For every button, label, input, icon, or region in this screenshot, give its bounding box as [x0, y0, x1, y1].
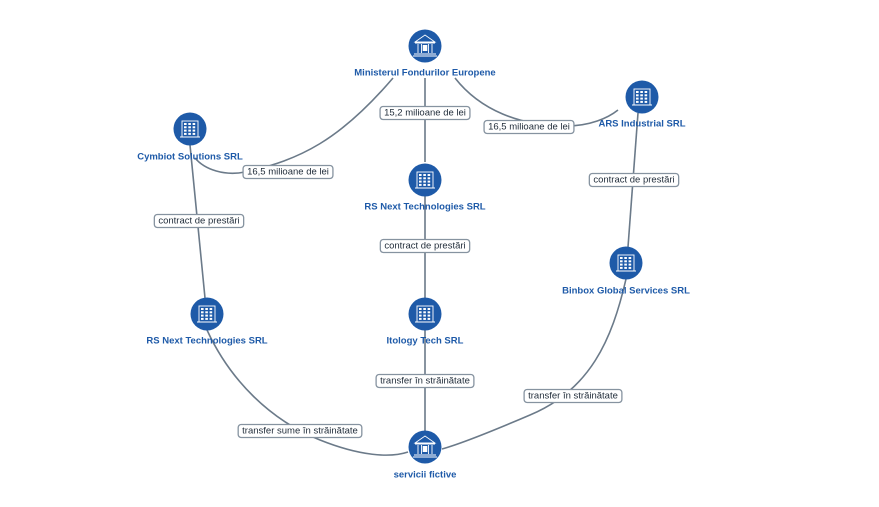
edge-label-text: transfer în străinătate	[380, 376, 470, 387]
node-rsnext_center[interactable]: RS Next Technologies SRL	[364, 163, 486, 213]
node-label: ARS Industrial SRL	[598, 119, 685, 130]
edge-label: 16,5 milioane de lei	[483, 119, 575, 135]
edge-label-box	[523, 388, 623, 404]
node-itology[interactable]: Itology Tech SRL	[387, 297, 464, 347]
building-icon	[415, 305, 435, 323]
node-label: Ministerul Fondurilor Europene	[354, 68, 495, 79]
node-cymbiot[interactable]: Cymbiot Solutions SRL	[137, 112, 243, 163]
node-label: Cymbiot Solutions SRL	[137, 152, 243, 163]
node-ars[interactable]: ARS Industrial SRL	[598, 80, 686, 130]
node-binbox[interactable]: Binbox Global Services SRL	[562, 246, 690, 297]
node-circle	[190, 297, 224, 331]
edge-label-text: 15,2 milioane de lei	[384, 108, 466, 119]
edge-label-box	[379, 105, 471, 121]
node-circle	[625, 80, 659, 114]
edge-label: contract de prestări	[588, 172, 680, 188]
building-icon	[197, 305, 217, 323]
edge-label-text: 16,5 milioane de lei	[247, 167, 329, 178]
node-rsnext_left[interactable]: RS Next Technologies SRL	[146, 297, 268, 347]
building-icon	[632, 88, 652, 106]
node-label: Binbox Global Services SRL	[562, 286, 690, 297]
edge-label-text: transfer în străinătate	[528, 391, 618, 402]
edge-label-box	[588, 172, 680, 188]
node-label: servicii fictive	[394, 470, 457, 481]
node-circle	[408, 297, 442, 331]
edge-label-text: contract de prestări	[158, 216, 239, 227]
edge-label-box	[237, 423, 363, 439]
edge-minister-to-ars	[454, 77, 619, 127]
edge-label-text: 16,5 milioane de lei	[488, 122, 570, 133]
node-minister[interactable]: Ministerul Fondurilor Europene	[354, 29, 496, 79]
node-label: Itology Tech SRL	[387, 336, 464, 347]
edge-label-box	[379, 238, 471, 254]
edge-label: transfer sume în străinătate	[237, 423, 363, 439]
edge-label-box	[375, 373, 475, 389]
building-icon	[415, 171, 435, 189]
edge-label-text: contract de prestări	[593, 175, 674, 186]
bank-icon	[413, 435, 437, 458]
building-icon	[180, 120, 200, 138]
node-circle	[408, 163, 442, 197]
edge-label: contract de prestări	[153, 213, 245, 229]
node-label: RS Next Technologies SRL	[364, 202, 485, 213]
edge-label: 15,2 milioane de lei	[379, 105, 471, 121]
edge-label-text: transfer sume în străinătate	[242, 426, 358, 437]
node-circle	[609, 246, 643, 280]
edge-label: transfer în străinătate	[523, 388, 623, 404]
edge-label: contract de prestări	[379, 238, 471, 254]
node-circle	[173, 112, 207, 146]
edge-label: transfer în străinătate	[375, 373, 475, 389]
bank-icon	[413, 34, 437, 57]
edge-label-text: contract de prestări	[384, 241, 465, 252]
node-label: RS Next Technologies SRL	[146, 336, 267, 347]
edge-label-box	[242, 164, 334, 180]
edge-label: 16,5 milioane de lei	[242, 164, 334, 180]
edge-binbox-to-servicii	[441, 278, 627, 450]
building-icon	[616, 254, 636, 272]
edge-labels-layer: 16,5 milioane de lei 15,2 milioane de lei…	[153, 105, 680, 439]
node-servicii[interactable]: servicii fictive	[394, 430, 457, 481]
edge-label-box	[153, 213, 245, 229]
edge-label-box	[483, 119, 575, 135]
